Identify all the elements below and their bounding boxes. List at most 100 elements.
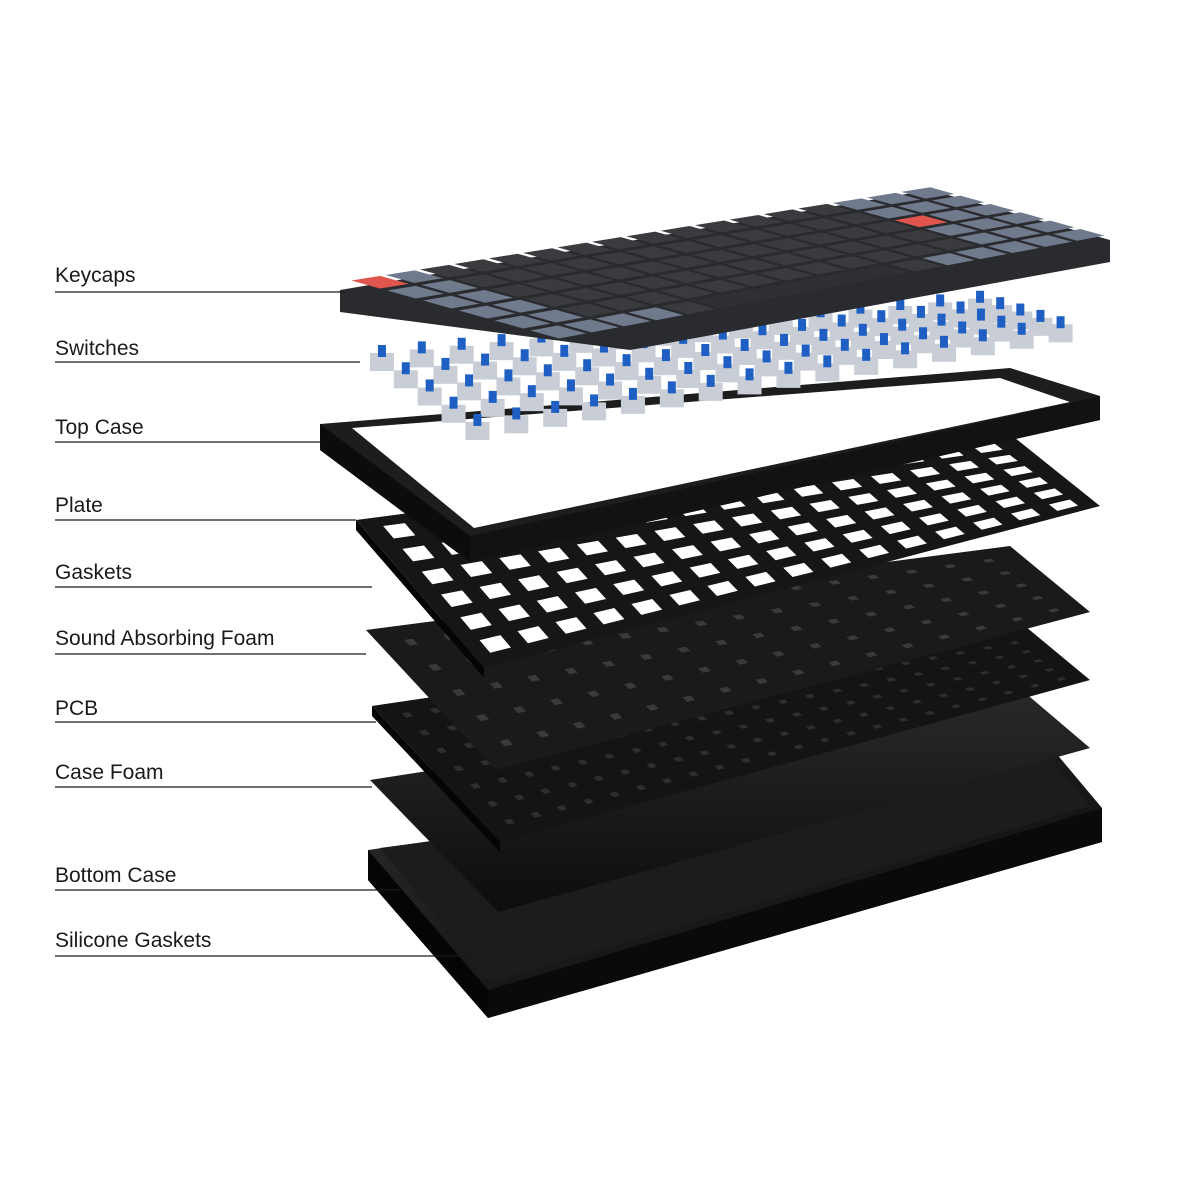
switch-housing <box>465 421 490 440</box>
foam-cutout <box>732 614 746 620</box>
keycap <box>857 250 911 263</box>
keycap <box>625 276 681 289</box>
pcb-pad <box>924 710 935 716</box>
keycap <box>628 307 684 321</box>
foam-cutout <box>772 650 785 657</box>
switch-housing <box>911 335 936 354</box>
switch-stem <box>401 362 410 375</box>
keycap <box>625 261 681 274</box>
foam-cutout <box>527 674 541 682</box>
pcb-pad <box>977 697 988 702</box>
foam-cutout <box>572 721 586 729</box>
pcb-pad <box>767 751 778 757</box>
plate-cutout <box>973 517 1003 530</box>
foam-cutout <box>920 619 933 625</box>
switch-stem <box>512 407 521 420</box>
foam-cutout <box>982 558 995 563</box>
foam-cutout <box>883 627 896 633</box>
pcb-pad <box>805 724 816 730</box>
keycap <box>626 291 682 305</box>
keycap <box>758 268 813 281</box>
foam-cutout <box>682 695 696 702</box>
switch-stem <box>1016 303 1025 316</box>
switch-stem <box>939 335 948 348</box>
foam-cutout <box>940 597 953 603</box>
keycap <box>523 248 580 261</box>
keycap <box>692 264 747 278</box>
switch-housing <box>808 313 833 332</box>
switch-housing <box>715 364 740 383</box>
keycap <box>458 305 516 319</box>
label-keycaps: Keycaps <box>55 264 136 287</box>
foam-cutout <box>512 706 527 714</box>
keycap <box>901 187 955 199</box>
plate-cutout <box>727 554 759 569</box>
switch-housing <box>489 342 514 361</box>
switch-housing <box>811 336 836 355</box>
pcb-pad <box>913 671 924 676</box>
foam-cutout <box>428 663 442 671</box>
keycap <box>456 289 514 303</box>
switch-stem <box>1056 316 1065 329</box>
keycap <box>658 270 714 284</box>
plate-cutout <box>615 533 647 549</box>
plate-cutout <box>651 571 683 587</box>
switch-stem <box>837 314 846 327</box>
switch-stem <box>723 356 732 369</box>
switch-stem <box>858 323 867 336</box>
plate-cutout <box>574 587 607 604</box>
keycap <box>591 237 648 250</box>
keycap <box>563 319 619 333</box>
keycap <box>661 301 716 315</box>
plate-cutout <box>613 579 645 596</box>
plate-cutout <box>654 527 686 541</box>
plate-cutout <box>689 562 721 578</box>
label-case-foam: Case Foam <box>55 761 164 784</box>
keycap <box>987 241 1040 254</box>
switch-stem <box>417 341 426 354</box>
pcb-pad <box>845 700 856 705</box>
switch-housing <box>512 357 537 376</box>
switch-housing <box>732 346 757 365</box>
keycap <box>725 274 780 287</box>
switch-housing <box>710 335 735 354</box>
switch-housing <box>653 357 678 376</box>
foam-cutout <box>698 666 711 673</box>
switch-stem <box>978 329 987 342</box>
foam-cutout <box>536 730 550 738</box>
switch-stem <box>606 373 615 386</box>
keycap <box>829 212 884 225</box>
pcb-pad <box>699 750 710 756</box>
switch-housing <box>871 341 896 360</box>
switch-housing <box>869 318 894 337</box>
switch-stem <box>958 321 967 334</box>
pcb-pad <box>630 747 642 753</box>
switch-stem <box>684 361 693 374</box>
switch-housing <box>449 345 474 364</box>
switch-stem <box>497 334 506 347</box>
switch-housing <box>591 348 616 367</box>
switch-stem <box>465 374 474 387</box>
label-top-case: Top Case <box>55 416 144 439</box>
foam-cutout <box>994 603 1007 609</box>
plate-cutout <box>809 499 840 513</box>
foam-cutout <box>586 690 601 698</box>
switch-housing <box>931 343 956 362</box>
plate-cutout <box>421 567 454 585</box>
pcb-pad <box>832 688 843 693</box>
plate-cutout <box>745 571 776 587</box>
switch-stem <box>916 305 925 318</box>
plate-cutout <box>826 514 857 528</box>
switch-stem <box>566 379 575 392</box>
plate-cutout <box>919 513 949 526</box>
pcb-pad <box>752 737 763 743</box>
switch-stem <box>520 349 529 362</box>
keycap <box>866 192 921 205</box>
keycap <box>494 315 551 329</box>
pcb-pad <box>446 725 458 731</box>
bottom-case-layer <box>368 752 1102 1018</box>
plate-cutout <box>821 553 852 568</box>
pcb-pad <box>684 735 696 741</box>
keycap <box>557 272 614 286</box>
